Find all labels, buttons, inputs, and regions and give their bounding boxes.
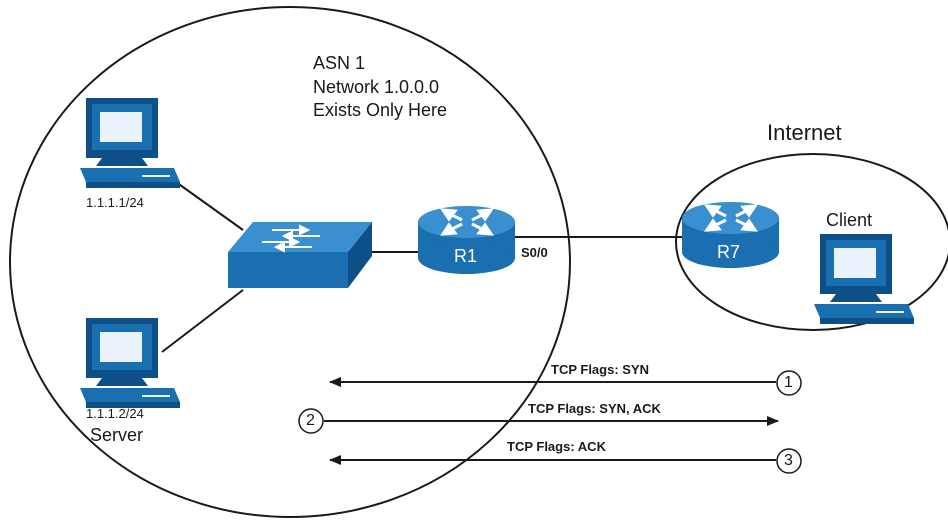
client-computer-icon: [814, 234, 914, 324]
step1-number: 1: [784, 374, 793, 391]
step3-flags-label: TCP Flags: ACK: [507, 439, 606, 454]
network-label: Network 1.0.0.0: [313, 77, 440, 97]
step2-flags-label: TCP Flags: SYN, ACK: [528, 401, 661, 416]
link-server-switch: [161, 289, 244, 353]
client-label: Client: [826, 210, 873, 230]
switch-icon: [228, 222, 372, 288]
server-computer-icon: [80, 318, 180, 408]
internet-zone-circle: [675, 153, 948, 331]
asn-label: ASN 1: [313, 53, 366, 73]
step1-flags-label: TCP Flags: SYN: [551, 362, 650, 377]
step2-number: 2: [306, 412, 315, 429]
r7-label: R7: [717, 242, 741, 262]
step1-circle: [776, 370, 802, 396]
server-ip-label: 1.1.1.2/24: [86, 406, 144, 421]
exists-label: Exists Only Here: [313, 100, 448, 120]
asn-zone-circle: [9, 6, 571, 518]
pc1-computer-icon: [80, 98, 180, 188]
r1-interface-label: S0/0: [521, 245, 548, 260]
step3-number: 3: [784, 452, 793, 469]
step2-circle: [298, 408, 324, 434]
r1-router-icon: [418, 206, 515, 274]
pc1-ip-label: 1.1.1.1/24: [86, 195, 144, 210]
r1-label: R1: [454, 246, 478, 266]
server-label: Server: [90, 425, 144, 445]
internet-label: Internet: [767, 120, 842, 145]
r7-router-icon: [682, 202, 779, 268]
step3-circle: [776, 448, 802, 474]
